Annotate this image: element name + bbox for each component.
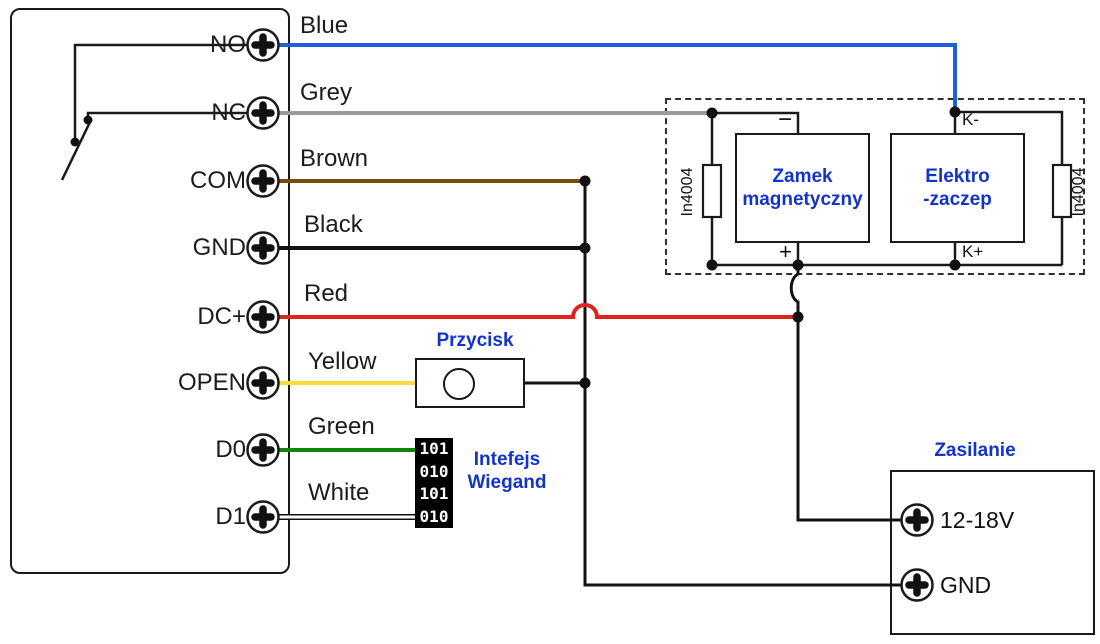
diode-left-label: In4004	[679, 167, 696, 217]
junction-dot	[949, 106, 961, 118]
electric-strike-box: Elektro -zaczep	[890, 133, 1025, 243]
wire-blue	[263, 43, 957, 112]
strike-kplus-label: K+	[962, 242, 984, 261]
terminal-label-dc: DC+	[197, 303, 246, 330]
diode-right-label: In4004	[1070, 167, 1087, 217]
maglock-minus-label: −	[777, 106, 792, 133]
wire-label-yellow: Yellow	[308, 348, 377, 375]
maglock-name-line2: magnetyczny	[742, 189, 863, 210]
junction-dot	[792, 259, 804, 271]
diode-right-symbol	[1051, 163, 1073, 219]
wiegand-bit-row: 101	[419, 484, 449, 504]
screw-terminal-power-icon	[902, 505, 933, 536]
relay-no-contact-dot	[70, 137, 80, 147]
relay-nc-contact-dot	[83, 115, 93, 125]
junction-dot	[579, 242, 591, 254]
controller-outline	[10, 8, 290, 574]
junction-dot	[706, 107, 718, 119]
terminal-label-com: COM	[190, 167, 246, 194]
wire-label-white: White	[308, 479, 370, 506]
junction-dot	[792, 311, 804, 323]
wiegand-bit-row: 101	[419, 439, 449, 459]
exit-button-label: Przycisk	[436, 330, 514, 351]
strike-name-line1: Elektro	[925, 166, 990, 187]
screw-terminal-power-gnd-icon	[902, 570, 933, 601]
screw-terminal-open-icon	[248, 368, 279, 399]
junction-dot	[706, 259, 718, 271]
maglock-box: Zamek magnetyczny	[735, 133, 870, 243]
power-supply-box	[890, 470, 1095, 635]
exit-button-box	[415, 358, 525, 408]
terminal-label-d0: D0	[215, 436, 246, 463]
screw-terminal-no-icon	[248, 30, 279, 61]
wire-red	[263, 303, 798, 319]
maglock-top-link	[712, 111, 800, 133]
wiegand-label-line2: Wiegand	[467, 472, 547, 493]
strike-kminus-label: K-	[962, 110, 979, 129]
wire-label-blue: Blue	[300, 12, 349, 39]
terminal-label-no: NO	[210, 31, 246, 58]
screw-terminal-dc-icon	[248, 302, 279, 333]
wire-label-green: Green	[308, 413, 375, 440]
lock-module-dashed-box	[665, 98, 1085, 275]
wire-label-black: Black	[304, 211, 363, 238]
relay-lever	[60, 121, 92, 181]
screw-terminal-gnd-icon	[248, 233, 279, 264]
maglock-plus-label: +	[779, 239, 792, 264]
diode-left-symbol	[701, 163, 723, 219]
junction-dot	[579, 377, 591, 389]
wire-label-grey: Grey	[300, 79, 353, 106]
maglock-name-line1: Zamek	[772, 166, 833, 187]
strike-name-line2: -zaczep	[923, 189, 992, 210]
wiegand-label: Intefejs Wiegand	[455, 448, 559, 494]
junction-dot	[579, 175, 591, 187]
terminal-label-d1: D1	[215, 503, 246, 530]
wire-label-brown: Brown	[300, 145, 369, 172]
screw-terminal-com-icon	[248, 166, 279, 197]
terminal-label-open: OPEN	[177, 369, 246, 396]
screw-terminal-d0-icon	[248, 435, 279, 466]
relay-no-line	[73, 43, 263, 138]
power-voltage-label: 12-18V	[940, 507, 1015, 533]
common-gnd-run	[583, 181, 905, 587]
wiegand-bit-row: 010	[419, 461, 449, 481]
exit-button-icon	[443, 368, 475, 400]
relay-nc-line	[86, 111, 263, 116]
wiegand-bit-row: 010	[419, 506, 449, 526]
wiegand-label-line1: Intefejs	[473, 449, 541, 470]
screw-terminal-d1-icon	[248, 502, 279, 533]
power-plus-run	[789, 265, 905, 522]
wiegand-bits-block: 101 010 101 010	[415, 438, 453, 528]
junction-dot	[949, 259, 961, 271]
power-supply-title: Zasilanie	[934, 440, 1016, 461]
terminal-label-nc: NC	[211, 99, 246, 126]
terminal-label-gnd: GND	[192, 234, 246, 261]
wire-label-red: Red	[304, 280, 349, 307]
power-gnd-label: GND	[940, 572, 992, 598]
screw-terminal-nc-icon	[248, 98, 279, 129]
